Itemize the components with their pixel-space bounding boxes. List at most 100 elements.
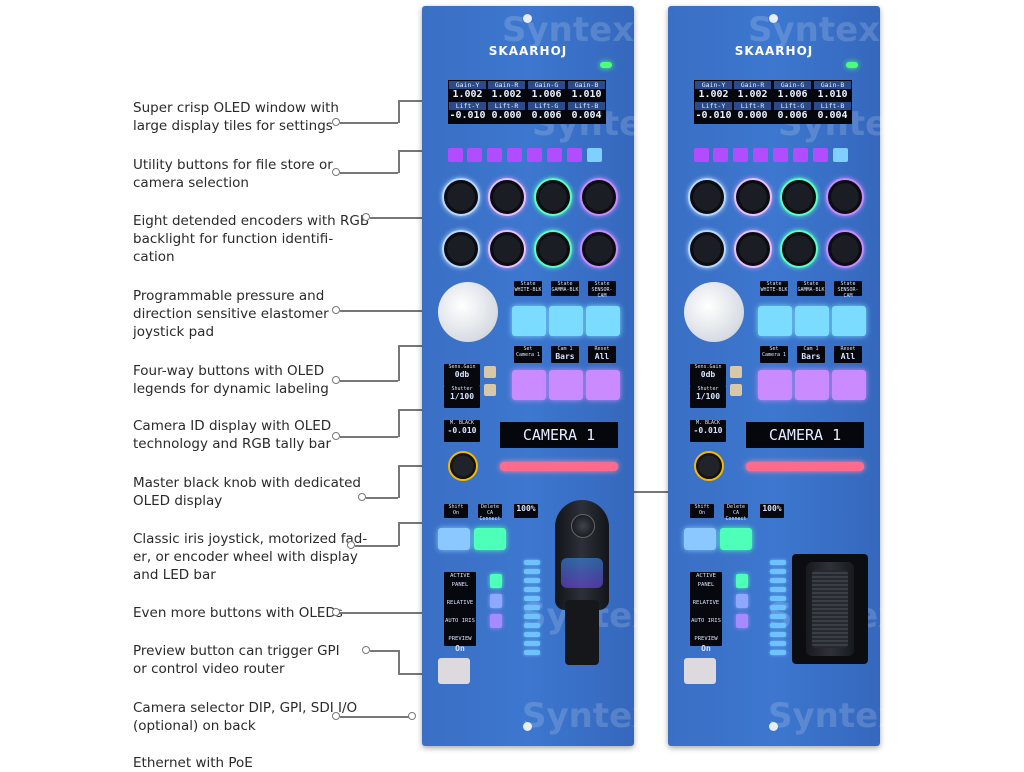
four-way-button[interactable] <box>549 306 583 336</box>
stack-button[interactable] <box>736 574 748 588</box>
stack-button[interactable] <box>490 614 502 628</box>
encoder-knob[interactable] <box>488 230 526 268</box>
four-way-button[interactable] <box>586 306 620 336</box>
iris-button[interactable] <box>720 528 752 550</box>
legend-button[interactable] <box>586 370 620 400</box>
led-bar <box>770 587 786 592</box>
utility-button[interactable] <box>813 148 828 162</box>
small-button[interactable] <box>484 384 496 396</box>
four-way-button[interactable] <box>512 306 546 336</box>
small-button[interactable] <box>730 384 742 396</box>
four-way-button[interactable] <box>758 306 792 336</box>
oled-value: -0.010 <box>695 110 732 121</box>
master-black-knob[interactable] <box>448 451 478 481</box>
oled-label: Gain-G <box>774 81 811 89</box>
utility-button[interactable] <box>547 148 562 162</box>
legend-button[interactable] <box>795 370 829 400</box>
stack-button[interactable] <box>736 594 748 608</box>
desc-master-black: Master black knob with dedicated OLED di… <box>133 475 362 509</box>
connector-dot <box>332 608 340 616</box>
utility-button[interactable] <box>773 148 788 162</box>
connector-dot <box>332 168 340 176</box>
camera-id-display: CAMERA 1 <box>500 422 618 448</box>
utility-button[interactable] <box>467 148 482 162</box>
small-button[interactable] <box>484 366 496 378</box>
led-bar <box>770 641 786 646</box>
encoder-knob[interactable] <box>488 178 526 216</box>
watermark: Syntex <box>502 10 635 50</box>
joystick-pad[interactable] <box>438 282 498 342</box>
preview-button[interactable] <box>684 658 716 684</box>
four-way-button[interactable] <box>795 306 829 336</box>
utility-button[interactable] <box>527 148 542 162</box>
legend-button[interactable] <box>832 370 866 400</box>
iris-button[interactable] <box>684 528 716 550</box>
connector-dot <box>362 646 370 654</box>
encoder-knob[interactable] <box>580 178 618 216</box>
connector-line <box>398 465 428 467</box>
encoder-knob[interactable] <box>688 230 726 268</box>
oled-value: 1.006 <box>777 89 808 100</box>
joystick-pad[interactable] <box>684 282 744 342</box>
iris-joystick[interactable] <box>547 500 617 665</box>
led-bar <box>524 560 540 565</box>
utility-button[interactable] <box>448 148 463 162</box>
encoder-knob[interactable] <box>780 230 818 268</box>
encoder-knob[interactable] <box>734 230 772 268</box>
utility-button[interactable] <box>713 148 728 162</box>
desc-preview-button: Preview button can trigger GPI or contro… <box>133 643 340 677</box>
master-black-knob[interactable] <box>694 451 724 481</box>
utility-button[interactable] <box>567 148 582 162</box>
control-panel-right: Syntex Syntex Syntex Syntex SKAARHOJ Gai… <box>668 6 910 746</box>
encoder-knob[interactable] <box>442 178 480 216</box>
encoder-knob[interactable] <box>534 230 572 268</box>
utility-button[interactable] <box>694 148 709 162</box>
desc-camera-selector: Camera selector DIP, GPI, SDI I/O (optio… <box>133 700 358 734</box>
encoder-knob[interactable] <box>780 178 818 216</box>
iris-button[interactable] <box>474 528 506 550</box>
utility-button[interactable] <box>507 148 522 162</box>
connector-line <box>340 172 398 174</box>
led-bar <box>524 596 540 601</box>
status-led <box>846 62 858 68</box>
stack-button[interactable] <box>736 614 748 628</box>
small-button[interactable] <box>730 366 742 378</box>
stack-button[interactable] <box>490 574 502 588</box>
utility-button[interactable] <box>733 148 748 162</box>
oled-label: Lift-B <box>814 102 851 110</box>
four-way-button[interactable] <box>832 306 866 336</box>
tally-bar <box>500 462 618 471</box>
screw <box>523 722 532 731</box>
oled-value: 0.006 <box>531 110 562 121</box>
iris-button[interactable] <box>438 528 470 550</box>
motorized-fader[interactable] <box>792 554 868 664</box>
utility-button[interactable] <box>753 148 768 162</box>
utility-button[interactable] <box>487 148 502 162</box>
encoder-knob[interactable] <box>442 230 480 268</box>
encoder-knob[interactable] <box>826 230 864 268</box>
master-black-display: M. BLACK-0.010 <box>690 420 726 442</box>
utility-button[interactable] <box>587 148 602 162</box>
oled-window: Gain-Y Gain-R Gain-G Gain-B 1.002 1.002 … <box>448 80 606 124</box>
led-bar <box>524 587 540 592</box>
encoder-knob[interactable] <box>688 178 726 216</box>
stack-button[interactable] <box>490 594 502 608</box>
led-bar <box>524 614 540 619</box>
encoder-knob[interactable] <box>826 178 864 216</box>
utility-button[interactable] <box>833 148 848 162</box>
legend-button[interactable] <box>512 370 546 400</box>
oled-value: 1.010 <box>817 89 848 100</box>
legend-button[interactable] <box>549 370 583 400</box>
utility-button[interactable] <box>793 148 808 162</box>
encoder-knob[interactable] <box>534 178 572 216</box>
legend-button[interactable] <box>758 370 792 400</box>
encoder-knob[interactable] <box>734 178 772 216</box>
encoder-knob[interactable] <box>580 230 618 268</box>
preview-button[interactable] <box>438 658 470 684</box>
